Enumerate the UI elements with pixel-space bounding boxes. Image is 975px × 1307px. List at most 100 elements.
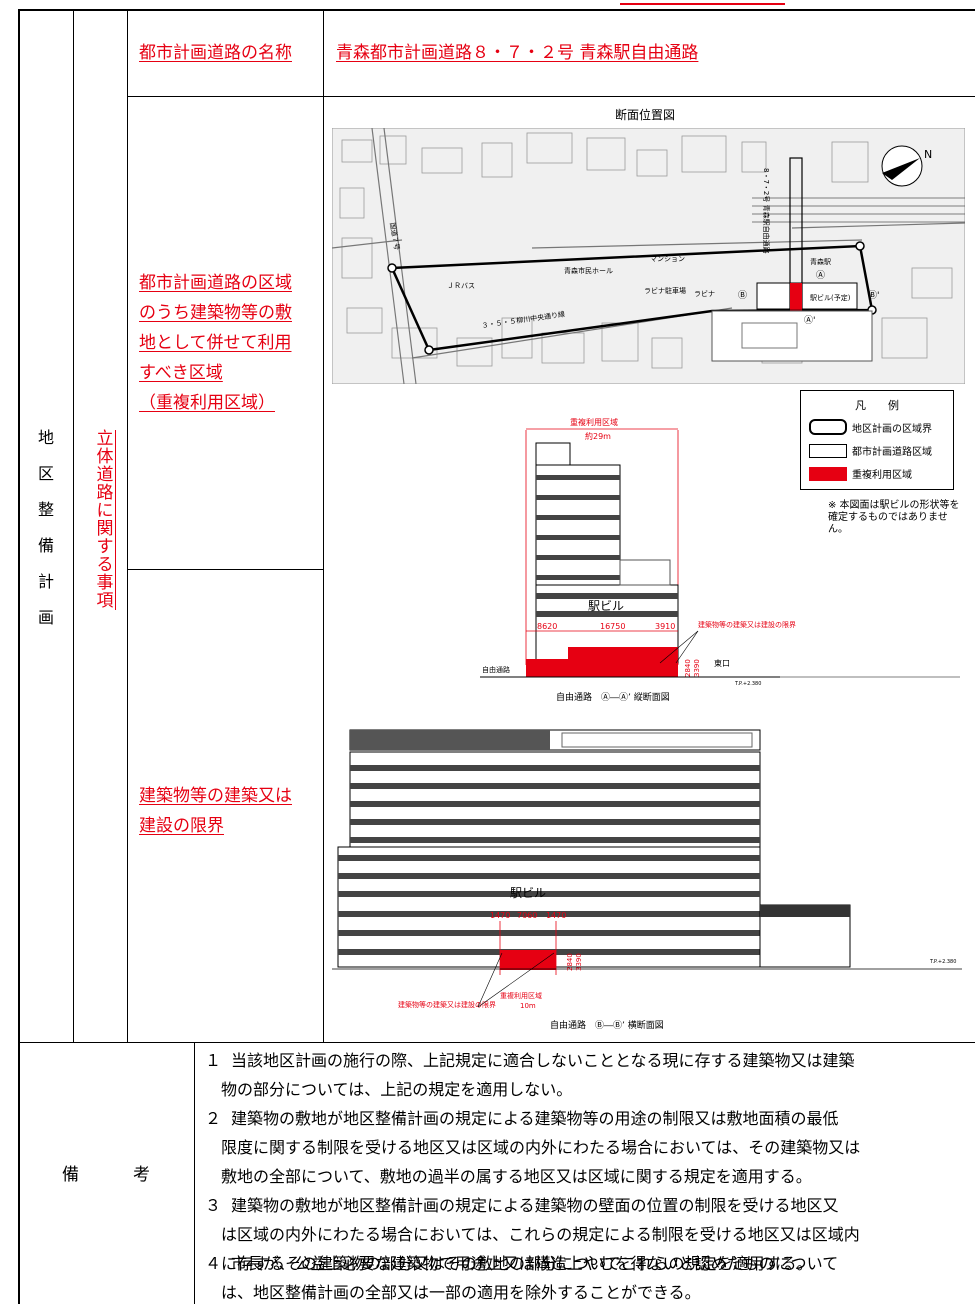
label-char: 地 [37, 428, 54, 447]
label-line: 建設の限界 [139, 816, 224, 836]
legend-label: 都市計画道路区域 [852, 447, 932, 458]
col3-divider [323, 9, 324, 1042]
overlap-area-label: 都市計画道路の区域 のうち建築物等の敷 地として併せて利用 すべき区域 （重複利… [139, 268, 319, 418]
legend-item-district: 地区計画の区域界 [809, 419, 953, 435]
label-char: 体 [96, 447, 114, 467]
north-label: N [924, 148, 932, 161]
section-a-east-exit: 東口 [714, 658, 730, 668]
section-b-caption: 自由通路 Ⓑ―Ⓑ’ 横断面図 [550, 1019, 664, 1031]
remark-line: 建築物の敷地が地区整備計画の規定による建築物等の用途の制限又は敷地面積の最低 [231, 1109, 839, 1128]
map-label-rabina-p: ラビナ駐車場 [644, 286, 686, 295]
map-label-station-bldg: 駅ビル(予定) [810, 293, 851, 302]
row-name-bottom [127, 96, 975, 97]
legend-title: 凡 例 [855, 399, 899, 412]
map-label-station: 青森駅 [810, 257, 831, 266]
map-label-b: Ⓑ [738, 290, 747, 301]
remark-line: 市長が、公益上必要な建築物で用途上又は構造上やむを得ないと認めたものについて [231, 1254, 839, 1273]
label-line: （重複利用区域） [139, 393, 275, 413]
map-label-route: 8・7・2号 青森駅自由通路 [762, 168, 771, 254]
section-b-height: 3390 [575, 953, 583, 971]
section-b-tp: T.P.+2.380 [929, 959, 956, 965]
remark-num: ４ [205, 1254, 222, 1273]
chiku-seibi-keikaku-label: 地 区 整 備 計 画 [34, 420, 58, 636]
label-line: 地として併せて利用 [139, 333, 292, 353]
label-line: 都市計画道路の区域 [139, 273, 292, 293]
map-label-b2: Ⓑ' [868, 290, 879, 301]
col1-divider [73, 9, 74, 1042]
section-a-free-passage: 自由通路 [482, 665, 510, 674]
label-char: 画 [37, 608, 54, 627]
building-limit-label: 建築物等の建築又は 建設の限界 [139, 781, 319, 841]
section-a-dim: 8620 [537, 622, 557, 631]
section-a-height: 3390 [693, 659, 701, 677]
map-label-a2: Ⓐ' [804, 315, 815, 326]
label-char: 備 [37, 536, 54, 555]
section-a-drawing: 重複利用区域 約29m 駅ビル 8620 16750 3910 自由通路 東口 … [480, 417, 960, 703]
label-line: すべき区域 [139, 363, 223, 383]
remark-line: 当該地区計画の施行の際、上記規定に適合しないこととなる現に存する建築物又は建築 [231, 1051, 855, 1070]
label-char: に [96, 501, 114, 521]
section-b-height: 2840 [566, 953, 574, 971]
remarks-divider [194, 1042, 195, 1304]
label-char: 立 [96, 429, 114, 449]
label-char: 整 [37, 500, 54, 519]
remark-line: 建築物の敷地が地区整備計画の規定による建築物の壁面の位置の制限を受ける地区又 [231, 1196, 839, 1215]
road-name-value: 青森都市計画道路８・７・２号 青森駅自由通路 [336, 43, 699, 63]
remark-line: 物の部分については、上記の規定を適用しない。 [221, 1080, 573, 1099]
map-label-mansion: マンション [650, 255, 685, 263]
legend-label: 地区計画の区域界 [852, 423, 932, 435]
remark-item-1: １ 当該地区計画の施行の際、上記規定に適合しないこととなる現に存する建築物又は建築… [205, 1046, 945, 1104]
legend-box: 凡 例 地区計画の区域界 都市計画道路区域 重複利用区域 [800, 390, 954, 490]
remark-line: 敷地の全部について、敷地の過半の属する地区又は区域に関する規定を適用する。 [221, 1167, 812, 1186]
section-b-dim: 1470 [546, 911, 566, 920]
remarks-label-a: 備 [62, 1165, 79, 1185]
section-a-height: 2840 [684, 659, 692, 677]
remark-line: に存するその建築物の部分又はその敷地の部分についてこれらの規定を適用する。 [221, 1254, 813, 1273]
map-label-civic: 青森市民ホール [564, 266, 613, 275]
section-b-overlap-len: 10m [520, 1002, 536, 1010]
label-char: す [96, 537, 114, 557]
section-b-dim: 1470 [490, 911, 510, 920]
overlap-area-symbol-icon [809, 466, 847, 481]
rittai-doro-label: 立 体 道 路 に 関 す る 事 項 [95, 430, 116, 610]
remark-line: 限度に関する制限を受ける地区又は区域の内外にわたる場合においては、その建築物又は [221, 1138, 861, 1157]
table-border-top [18, 9, 975, 11]
remark-num: ２ [205, 1109, 222, 1128]
road-name-label: 都市計画道路の名称 [139, 43, 292, 63]
label-char: 計 [37, 572, 54, 591]
top-red-mark [620, 0, 785, 5]
legend-note: ※ 本図面は駅ビルの形状等を確定するものではありません。 [828, 500, 960, 535]
legend-item-overlap: 重複利用区域 [809, 466, 953, 481]
legend-label: 重複利用区域 [852, 470, 912, 481]
row-area-bottom [127, 569, 324, 570]
section-a-dim: 3910 [655, 622, 675, 631]
label-line: 建築物等の建築又は [139, 786, 292, 806]
remarks-top [18, 1042, 975, 1043]
section-b-limit-label: 建築物等の建築又は建設の限界 [398, 1000, 496, 1009]
map-label-rabina: ラビナ [694, 289, 715, 298]
section-a-caption: 自由通路 Ⓐ―Ⓐ’ 縦断面図 [556, 691, 670, 703]
location-map: N ＪＲバス 青森市民ホール マンション ラビナ駐車場 ラビナ 青森駅 駅ビル(… [332, 128, 965, 384]
label-char: 区 [37, 464, 54, 483]
remarks-label-b: 考 [133, 1165, 150, 1185]
label-char: 事 [96, 573, 114, 593]
label-char: 項 [96, 591, 114, 611]
section-b-drawing: 駅ビル 1470 7060 1470 2840 3390 建築物等の建築又は建設… [332, 729, 962, 1031]
label-line: のうち建築物等の敷 [139, 303, 292, 323]
col2-divider [127, 9, 128, 1042]
road-area-symbol-icon [809, 443, 847, 458]
label-char: る [96, 555, 114, 575]
section-a-tp: T.P.+2.380 [734, 681, 761, 687]
map-title: 断面位置図 [615, 108, 676, 122]
label-char: 関 [96, 519, 114, 539]
remark-line: は、地区整備計画の全部又は一部の適用を除外することができる。 [221, 1283, 701, 1302]
legend-item-road: 都市計画道路区域 [809, 443, 953, 458]
boundary-symbol-icon [809, 419, 847, 435]
section-a-limit-label: 建築物等の建築又は建設の限界 [698, 620, 796, 629]
remark-num: １ [205, 1051, 222, 1070]
remark-num: ３ [205, 1196, 222, 1215]
map-label-jrbus: ＪＲバス [447, 282, 475, 290]
map-label-a: Ⓐ [816, 270, 825, 281]
